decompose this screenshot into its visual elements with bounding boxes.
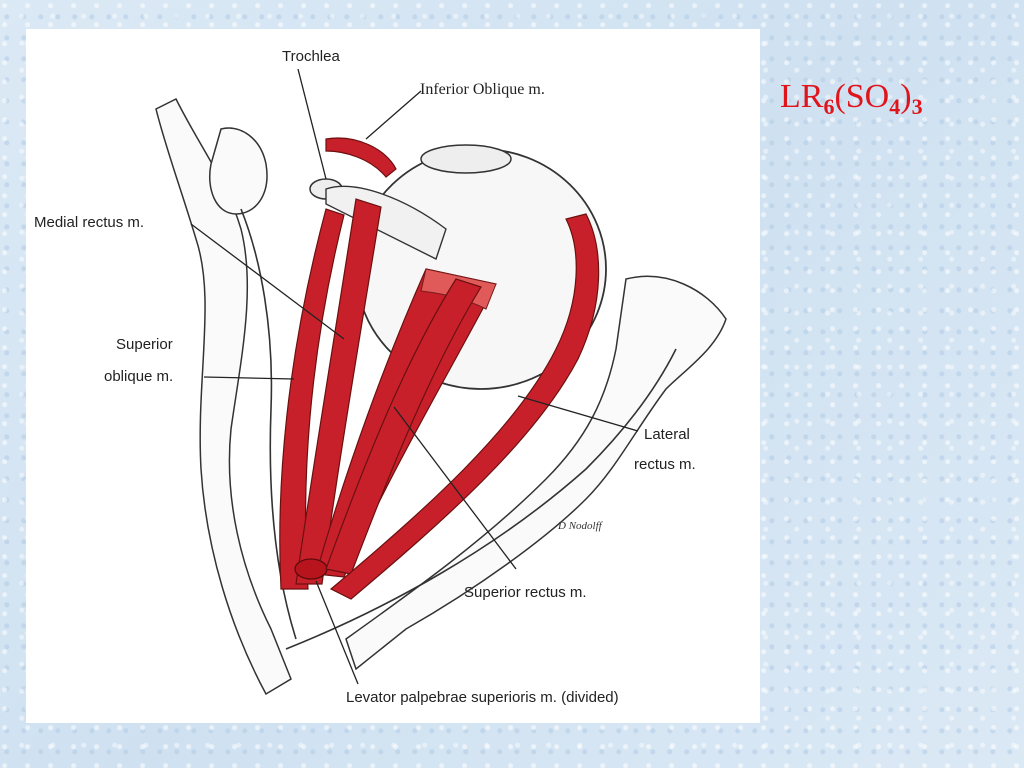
levator-cut-end xyxy=(294,558,328,580)
diagram-svg: Trochlea Inferior Oblique m. Medial rect… xyxy=(34,48,727,706)
orbit-bone-left xyxy=(155,97,292,696)
orbit-outer-wall xyxy=(285,348,677,650)
superior-oblique-muscle xyxy=(279,208,345,590)
label-superior-rectus: Superior rectus m. xyxy=(464,584,587,601)
formula-part1: LR xyxy=(780,78,824,115)
orbit-bone-right xyxy=(345,275,727,671)
label-superior-oblique-line1: Superior xyxy=(116,336,173,353)
formula-sub3: 3 xyxy=(911,94,923,119)
leader-inferior-oblique xyxy=(365,90,422,140)
formula-sub2: 4 xyxy=(889,94,901,119)
leader-medial-rectus xyxy=(190,223,345,340)
inferior-oblique-muscle xyxy=(325,137,397,178)
eye-muscle-diagram: Trochlea Inferior Oblique m. Medial rect… xyxy=(26,29,760,723)
muscle-nerve-formula: LR6(SO4)3 xyxy=(780,78,923,120)
label-lateral-rectus-line2: rectus m. xyxy=(634,456,696,473)
levator-muscle xyxy=(325,278,482,575)
lateral-rectus-muscle xyxy=(329,213,600,600)
leader-superior-oblique xyxy=(203,376,295,380)
label-lateral-rectus-line1: Lateral xyxy=(644,426,690,443)
leader-levator xyxy=(315,580,359,685)
cornea xyxy=(420,144,512,174)
leader-lateral-rectus xyxy=(517,395,639,432)
label-superior-oblique-line2: oblique m. xyxy=(104,368,173,385)
formula-part2: (SO xyxy=(834,78,890,115)
label-medial-rectus: Medial rectus m. xyxy=(34,214,144,231)
medial-rectus-muscle xyxy=(295,198,382,585)
label-trochlea: Trochlea xyxy=(282,48,340,65)
formula-sub1: 6 xyxy=(823,94,835,119)
label-inferior-oblique: Inferior Oblique m. xyxy=(420,81,545,98)
formula-part3: ) xyxy=(900,78,912,115)
artist-signature: D Nodolff xyxy=(557,520,604,532)
label-levator: Levator palpebrae superioris m. (divided… xyxy=(346,689,619,706)
leader-superior-rectus xyxy=(393,406,517,570)
orbit-bone-top xyxy=(209,127,268,215)
leader-trochlea xyxy=(297,68,327,180)
